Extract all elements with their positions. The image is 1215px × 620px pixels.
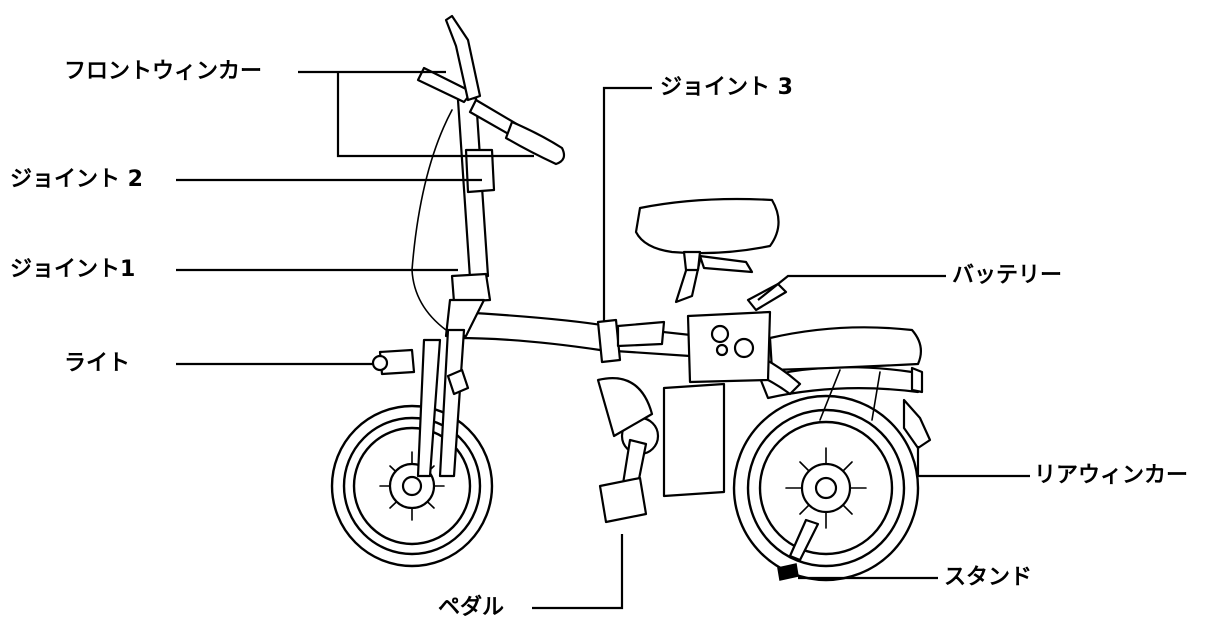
handlebar-stem (444, 96, 496, 338)
label-joint2: ジョイント 2 (10, 167, 143, 192)
handlebar (411, 14, 566, 331)
battery-unit (662, 256, 788, 498)
front-wheel (330, 404, 494, 568)
label-battery: バッテリー (952, 263, 1063, 288)
label-stand: スタンド (944, 565, 1033, 590)
rear-carrier (758, 326, 932, 450)
label-joint3: ジョイント 3 (660, 75, 793, 100)
kickstand (777, 518, 820, 581)
rear-wheel (732, 394, 920, 582)
leader-pedal (532, 534, 624, 610)
label-front-winker: フロントウィンカー (64, 59, 263, 84)
leader-rear-winker (916, 446, 1030, 478)
front-light (371, 348, 416, 376)
leader-lines (176, 70, 1030, 610)
label-joint1: ジョイント1 (10, 257, 136, 282)
label-light: ライト (64, 351, 131, 376)
leader-battery (757, 274, 946, 301)
front-fork (416, 328, 470, 478)
leader-front-winker (298, 70, 534, 158)
label-pedal: ペダル (438, 595, 505, 620)
label-rear-winker: リアウィンカー (1034, 463, 1189, 488)
main-frame (454, 310, 802, 396)
pedal-crank (596, 377, 660, 524)
seat (634, 197, 780, 274)
leader-joint3 (602, 86, 652, 322)
